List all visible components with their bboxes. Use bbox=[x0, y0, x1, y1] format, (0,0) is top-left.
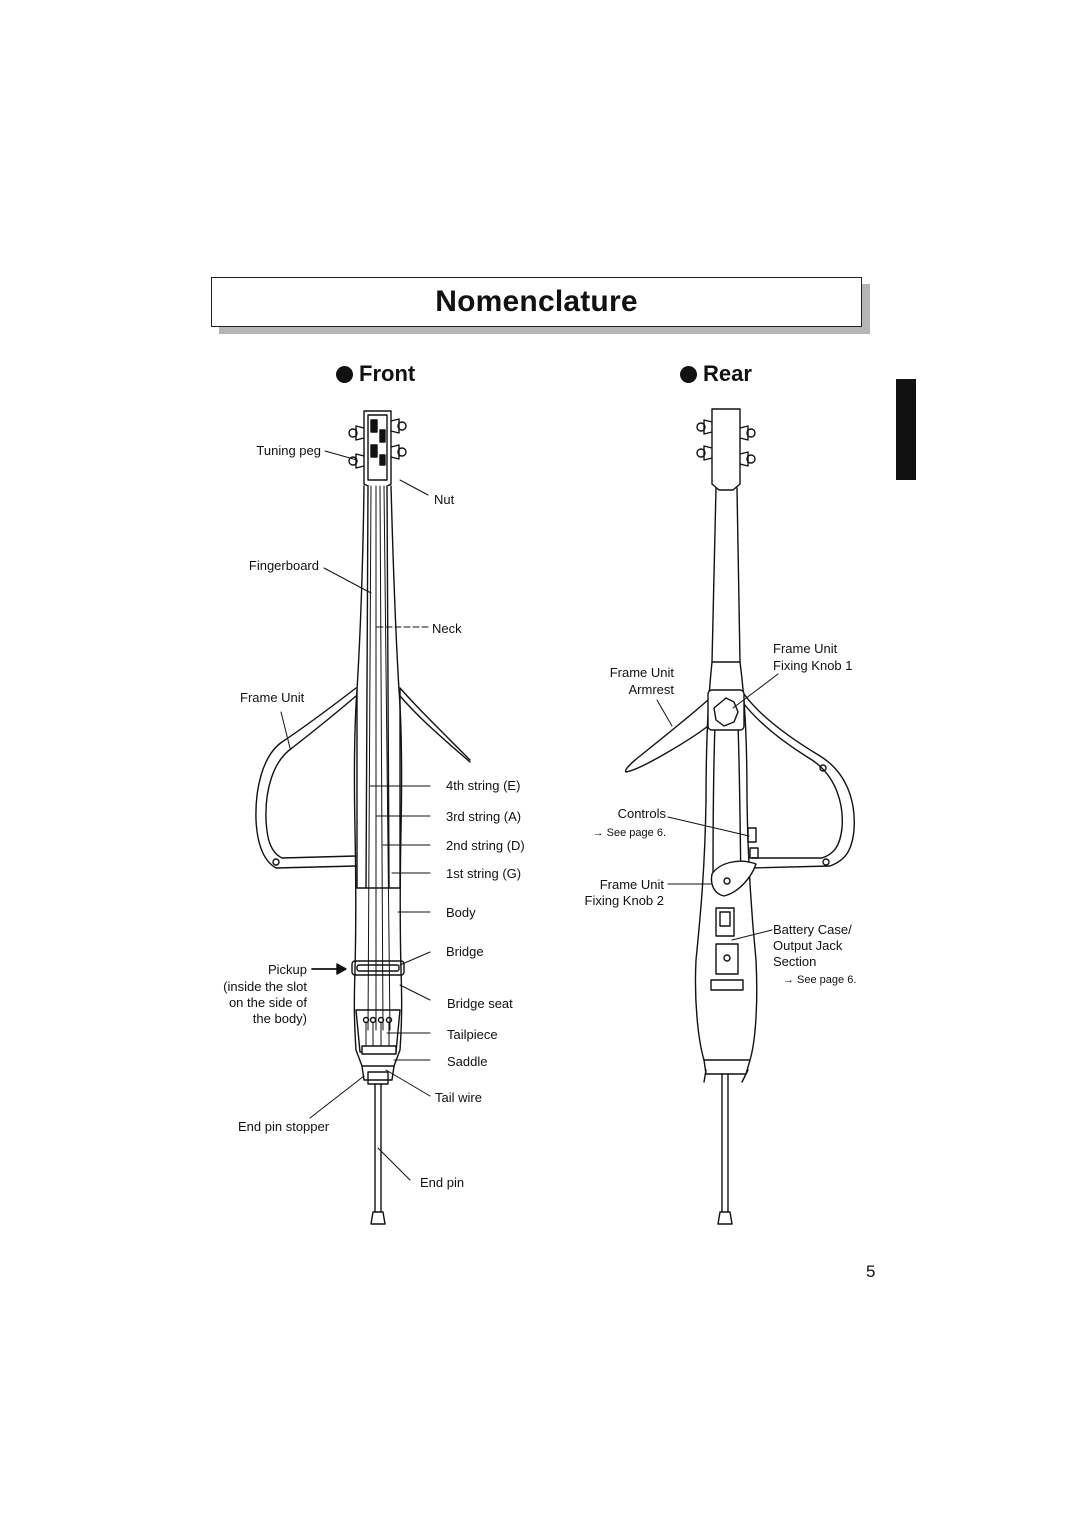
title-box bbox=[211, 277, 862, 327]
label-end-pin: End pin bbox=[420, 1175, 465, 1190]
rear-leader-lines bbox=[656, 673, 779, 941]
label-battery-case-line1: Battery Case/ bbox=[773, 922, 852, 937]
label-bridge-seat: Bridge seat bbox=[447, 996, 513, 1011]
pickup-arrow-head bbox=[336, 963, 347, 975]
label-battery-case-line3: Section bbox=[773, 954, 817, 969]
label-pickup-note-2: on the side of bbox=[228, 995, 307, 1010]
label-pickup: Pickup bbox=[267, 962, 307, 977]
label-nut: Nut bbox=[434, 492, 455, 507]
label-saddle: Saddle bbox=[447, 1054, 488, 1069]
label-battery-ref: → See page 6. bbox=[783, 974, 857, 986]
front-heading-text: Front bbox=[359, 361, 416, 386]
front-cello-drawing bbox=[255, 410, 471, 1225]
label-fixing-knob2-line1: Frame Unit bbox=[599, 877, 664, 892]
label-end-pin-stopper: End pin stopper bbox=[238, 1119, 330, 1134]
bullet-icon bbox=[336, 366, 353, 383]
front-leader-lines bbox=[280, 450, 431, 1181]
label-4th-string: 4th string (E) bbox=[446, 778, 521, 793]
front-heading: Front bbox=[336, 360, 415, 388]
label-battery-case-line2: Output Jack bbox=[773, 938, 843, 953]
label-tuning-peg: Tuning peg bbox=[256, 443, 321, 458]
label-tail-wire: Tail wire bbox=[435, 1090, 482, 1105]
side-tab-marker bbox=[896, 379, 916, 480]
rear-heading: Rear bbox=[680, 360, 752, 388]
label-pickup-note-1: (inside the slot bbox=[223, 979, 307, 994]
bullet-icon bbox=[680, 366, 697, 383]
label-frame-unit-knob1-line2: Fixing Knob 1 bbox=[773, 658, 853, 673]
label-3rd-string: 3rd string (A) bbox=[446, 809, 522, 824]
label-frame-unit-knob1-line1: Frame Unit bbox=[773, 641, 838, 656]
label-armrest-line1: Frame Unit bbox=[609, 665, 674, 680]
label-controls: Controls bbox=[617, 806, 666, 821]
page-number: 5 bbox=[866, 1262, 876, 1281]
label-1st-string: 1st string (G) bbox=[446, 866, 522, 881]
label-armrest-line2: Armrest bbox=[628, 682, 675, 697]
label-pickup-note-3: the body) bbox=[252, 1011, 307, 1026]
label-2nd-string: 2nd string (D) bbox=[446, 838, 525, 853]
page-title: Nomenclature bbox=[435, 285, 638, 318]
label-controls-ref: → See page 6. bbox=[592, 827, 666, 839]
rear-heading-text: Rear bbox=[703, 361, 752, 386]
rear-cello-drawing bbox=[624, 408, 855, 1225]
label-bridge: Bridge bbox=[446, 944, 484, 959]
label-body: Body bbox=[446, 905, 476, 920]
label-frame-unit: Frame Unit bbox=[240, 690, 305, 705]
label-neck: Neck bbox=[432, 621, 462, 636]
label-tailpiece: Tailpiece bbox=[447, 1027, 498, 1042]
label-fingerboard: Fingerboard bbox=[248, 558, 319, 573]
label-fixing-knob2-line2: Fixing Knob 2 bbox=[584, 893, 665, 908]
